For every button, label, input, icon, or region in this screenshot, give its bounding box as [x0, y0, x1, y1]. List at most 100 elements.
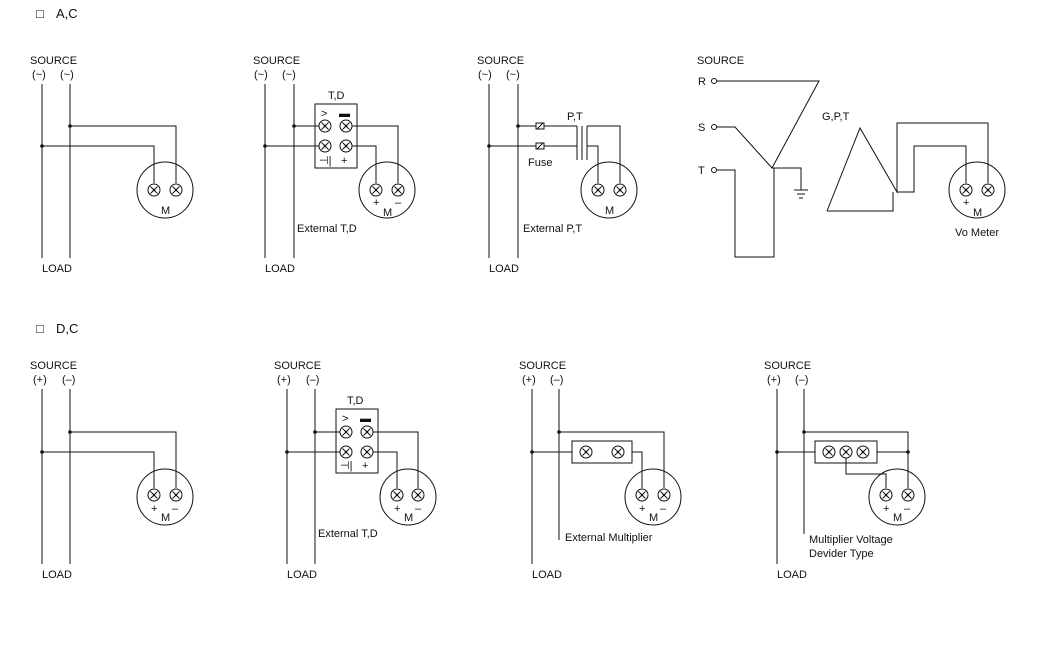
- td-bar: ▬: [360, 413, 371, 425]
- dc-diagram-external-multiplier: SOURCE (+) (–) + – M External Multiplier…: [519, 360, 682, 581]
- meter: [580, 161, 638, 219]
- ac-symbol: (~): [282, 69, 296, 81]
- source-label: SOURCE: [30, 55, 77, 67]
- meter: [136, 161, 194, 219]
- phase-s-label: S: [698, 122, 705, 134]
- meter-terminal: [591, 183, 605, 197]
- ac-diagram-external-pt: SOURCE (~) (~) P,T Fuse M External P,T L…: [477, 55, 638, 275]
- ac-diagram-gpt: SOURCE R S T G,P,T + M Vo Meter: [697, 55, 1006, 258]
- td-terminal: [339, 425, 353, 439]
- dc-plus-label: (+): [522, 374, 536, 386]
- td-terminal: [339, 119, 353, 133]
- load-label: LOAD: [287, 569, 317, 581]
- external-multiplier-caption: External Multiplier: [565, 532, 653, 544]
- gpt-label: G,P,T: [822, 111, 850, 123]
- dc-diagram-external-td: SOURCE (+) (–) T,D > ▬ ⊣| + + – M Extern…: [274, 360, 437, 581]
- meter-terminal: [657, 488, 671, 502]
- dc-minus-label: (–): [62, 374, 75, 386]
- fuse-label: Fuse: [528, 157, 552, 169]
- dc-plus-label: (+): [277, 374, 291, 386]
- meter-terminal: [981, 183, 995, 197]
- vo-meter-caption: Vo Meter: [955, 227, 999, 239]
- ac-symbol: (~): [32, 69, 46, 81]
- td-gt: >: [321, 108, 327, 120]
- td-gt: >: [342, 413, 348, 425]
- meter-minus: –: [415, 503, 422, 515]
- td-box: [335, 408, 379, 474]
- source-label: SOURCE: [274, 360, 321, 372]
- section-dc-header: □ D,C: [36, 321, 78, 336]
- td-bar: ▬: [339, 108, 350, 120]
- ac-symbol: (~): [506, 69, 520, 81]
- meter-terminal: [169, 488, 183, 502]
- meter-terminal: [369, 183, 383, 197]
- multiplier-terminal: [611, 445, 625, 459]
- meter-terminal: [390, 488, 404, 502]
- meter-label: M: [383, 207, 392, 219]
- ac-symbol: (~): [254, 69, 268, 81]
- phase-r-label: R: [698, 76, 706, 88]
- td-terminal: [339, 445, 353, 459]
- multiplier-terminal: [579, 445, 593, 459]
- ac-symbol: (~): [60, 69, 74, 81]
- meter-label: M: [161, 205, 170, 217]
- td-terminal: [360, 425, 374, 439]
- meter-label: M: [649, 512, 658, 524]
- pt-label: P,T: [567, 111, 583, 123]
- td-box: [314, 103, 358, 169]
- td-terminal: [318, 119, 332, 133]
- meter-plus: +: [373, 197, 379, 209]
- multiplier-terminal: [822, 445, 836, 459]
- dc-plus-label: (+): [767, 374, 781, 386]
- meter-terminal: [411, 488, 425, 502]
- load-label: LOAD: [42, 263, 72, 275]
- dc-minus-label: (–): [550, 374, 563, 386]
- td-ground: ⊣|: [340, 460, 352, 472]
- meter-terminal: [147, 488, 161, 502]
- phase-t-label: T: [698, 165, 705, 177]
- meter-plus: +: [394, 503, 400, 515]
- meter-minus: –: [172, 503, 179, 515]
- load-label: LOAD: [265, 263, 295, 275]
- dc-diagram-multiplier-divider: SOURCE (+) (–) + – M Multiplier Voltage …: [764, 360, 926, 581]
- ac-diagram-external-td: SOURCE (~) (~) T,D > ▬ ⊣| + + – M Extern…: [253, 55, 416, 275]
- meter: [868, 468, 926, 526]
- load-label: LOAD: [777, 569, 807, 581]
- td-terminal: [360, 445, 374, 459]
- section-ac-header: □ A,C: [36, 6, 78, 21]
- meter-terminal: [169, 183, 183, 197]
- meter-terminal: [879, 488, 893, 502]
- meter-plus: +: [151, 503, 157, 515]
- vo-meter: [948, 161, 1006, 219]
- meter-plus: +: [639, 503, 645, 515]
- meter-terminal: [391, 183, 405, 197]
- load-label: LOAD: [42, 569, 72, 581]
- multiplier-caption-line1: Multiplier Voltage: [809, 534, 893, 546]
- dc-minus-label: (–): [306, 374, 319, 386]
- multiplier-caption-line2: Devider Type: [809, 548, 874, 560]
- meter-terminal: [635, 488, 649, 502]
- source-label: SOURCE: [30, 360, 77, 372]
- ac-diagram-direct: SOURCE (~) (~) M LOAD: [30, 55, 194, 275]
- meter-label: M: [404, 512, 413, 524]
- meter: [379, 468, 437, 526]
- meter-label: M: [893, 512, 902, 524]
- dc-diagram-direct: SOURCE (+) (–) + – M LOAD: [30, 360, 194, 581]
- meter-minus: –: [395, 197, 402, 209]
- meter-minus: –: [904, 503, 911, 515]
- source-label: SOURCE: [697, 55, 744, 67]
- external-td-caption: External T,D: [297, 223, 357, 235]
- meter: [624, 468, 682, 526]
- meter: [136, 468, 194, 526]
- dc-plus-label: (+): [33, 374, 47, 386]
- meter-label: M: [973, 207, 982, 219]
- meter-label: M: [161, 512, 170, 524]
- meter-plus: +: [963, 197, 969, 209]
- meter-terminal: [901, 488, 915, 502]
- external-td-caption: External T,D: [318, 528, 378, 540]
- td-terminal: [318, 139, 332, 153]
- source-label: SOURCE: [253, 55, 300, 67]
- source-label: SOURCE: [764, 360, 811, 372]
- dc-title: D,C: [56, 321, 78, 336]
